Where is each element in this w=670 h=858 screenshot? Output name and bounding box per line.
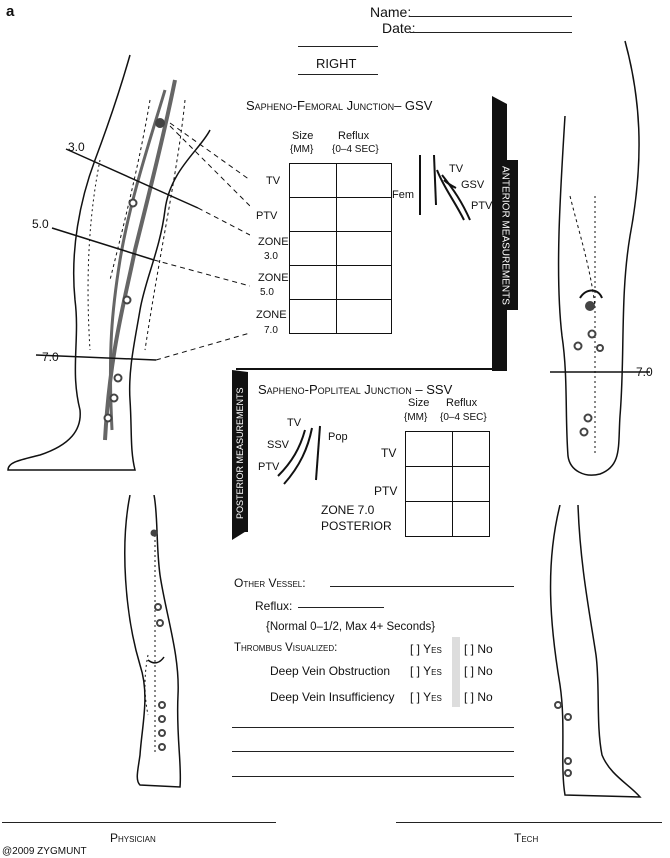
reflux-label: Reflux: <box>255 599 293 613</box>
ssv-col-reflux: Reflux <box>446 397 478 409</box>
ssv-cell[interactable] <box>452 466 490 502</box>
gsv-cell[interactable] <box>289 265 337 300</box>
thrombus-yes[interactable]: [ ] Yes <box>410 642 442 656</box>
thrombus-no[interactable]: [ ] No <box>464 642 493 656</box>
spj-diagram <box>277 425 321 485</box>
notes-line-3[interactable] <box>232 776 514 777</box>
gsv-table <box>289 163 392 334</box>
name-label: Name: <box>370 4 412 20</box>
tech-label: Tech <box>514 831 539 845</box>
gsv-cell[interactable] <box>336 231 392 266</box>
gsv-row-label: ZONE <box>256 309 287 321</box>
gsv-row-label: PTV <box>256 210 278 222</box>
gsv-col-reflux-unit: {0–4 SEC} <box>332 144 379 155</box>
spj-label-ptv: PTV <box>258 461 280 473</box>
sfj-label-tv: TV <box>449 163 464 175</box>
tech-line[interactable] <box>396 822 662 823</box>
leg-posterior-right <box>550 40 650 476</box>
gsv-row-sub: 3.0 <box>264 251 278 262</box>
ssv-cell[interactable] <box>452 431 490 467</box>
side-line-bottom <box>298 74 378 75</box>
side-label: RIGHT <box>316 56 357 71</box>
gsv-cell[interactable] <box>336 163 392 198</box>
reflux-line[interactable] <box>298 607 384 608</box>
side-line-top <box>298 46 378 47</box>
dvo-no[interactable]: [ ] No <box>464 664 493 678</box>
zone-7-right-label: 7.0 <box>636 365 653 379</box>
gsv-row-label: ZONE <box>258 272 289 284</box>
ssv-row-label: PTV <box>374 484 398 498</box>
ssv-cell[interactable] <box>405 466 453 502</box>
notes-line-1[interactable] <box>232 727 514 728</box>
ssv-cell[interactable] <box>405 431 453 467</box>
figure-letter: a <box>6 3 15 20</box>
dvi-no[interactable]: [ ] No <box>464 690 493 704</box>
gsv-row-label: ZONE <box>258 236 289 248</box>
other-vessel-label: Other Vessel: <box>234 576 306 590</box>
dvi-label: Deep Vein Insufficiency <box>270 690 395 704</box>
leg-lateral-right <box>549 505 642 798</box>
ssv-title: Sapheno-Popliteal Junction – SSV <box>258 382 453 397</box>
zone-7-left-label: 7.0 <box>42 350 59 364</box>
ssv-row-label: ZONE 7.0 <box>321 503 375 517</box>
leg-medial-left <box>124 495 182 788</box>
shade-bar <box>452 637 460 707</box>
spj-label-ssv: SSV <box>267 439 290 451</box>
ssv-cell[interactable] <box>452 501 490 537</box>
anterior-bracket <box>236 96 507 371</box>
gsv-col-reflux: Reflux <box>338 130 370 142</box>
sfj-label-gsv: GSV <box>461 179 485 191</box>
name-field-line[interactable] <box>410 16 572 17</box>
gsv-cell[interactable] <box>336 299 392 334</box>
gsv-col-size-unit: {MM} <box>290 144 314 155</box>
sfj-diagram <box>419 154 471 221</box>
zone-5-label: 5.0 <box>32 217 49 231</box>
gsv-row-label: TV <box>266 175 281 187</box>
notes-line-2[interactable] <box>232 751 514 752</box>
gsv-cell[interactable] <box>336 197 392 232</box>
dvo-yes[interactable]: [ ] Yes <box>410 664 442 678</box>
physician-label: Physician <box>110 831 156 845</box>
gsv-col-size: Size <box>292 130 314 142</box>
ssv-table <box>405 431 490 537</box>
dvo-label: Deep Vein Obstruction <box>270 664 391 678</box>
dvi-yes[interactable]: [ ] Yes <box>410 690 442 704</box>
gsv-cell[interactable] <box>289 299 337 334</box>
physician-line[interactable] <box>2 822 276 823</box>
other-vessel-line[interactable] <box>330 586 514 587</box>
copyright: @2009 ZYGMUNT <box>2 846 87 857</box>
zone-3-label: 3.0 <box>68 140 85 154</box>
thrombus-label: Thrombus Visualized: <box>234 642 338 654</box>
ssv-posterior-label: POSTERIOR <box>321 519 392 533</box>
spj-label-pop: Pop <box>328 431 348 443</box>
leg-anterior-left <box>7 54 250 471</box>
ssv-col-reflux-unit: {0–4 SEC} <box>440 412 487 423</box>
gsv-row-sub: 7.0 <box>264 325 278 336</box>
gsv-title: Sapheno-Femoral Junction– GSV <box>246 98 433 113</box>
date-field-line[interactable] <box>410 32 572 33</box>
ssv-cell[interactable] <box>405 501 453 537</box>
ssv-col-size-unit: {MM} <box>404 412 428 423</box>
gsv-cell[interactable] <box>336 265 392 300</box>
ssv-row-label: TV <box>381 446 397 460</box>
normal-note: {Normal 0–1/2, Max 4+ Seconds} <box>266 621 436 633</box>
gsv-row-sub: 5.0 <box>260 287 274 298</box>
date-label: Date: <box>382 20 416 36</box>
spj-label-tv: TV <box>287 417 302 429</box>
band-anterior: ANTERIOR MEASUREMENTS <box>492 160 518 310</box>
sfj-label-ptv: PTV <box>471 200 493 212</box>
ssv-col-size: Size <box>408 397 430 409</box>
sfj-label-fem: Fem <box>392 189 414 201</box>
